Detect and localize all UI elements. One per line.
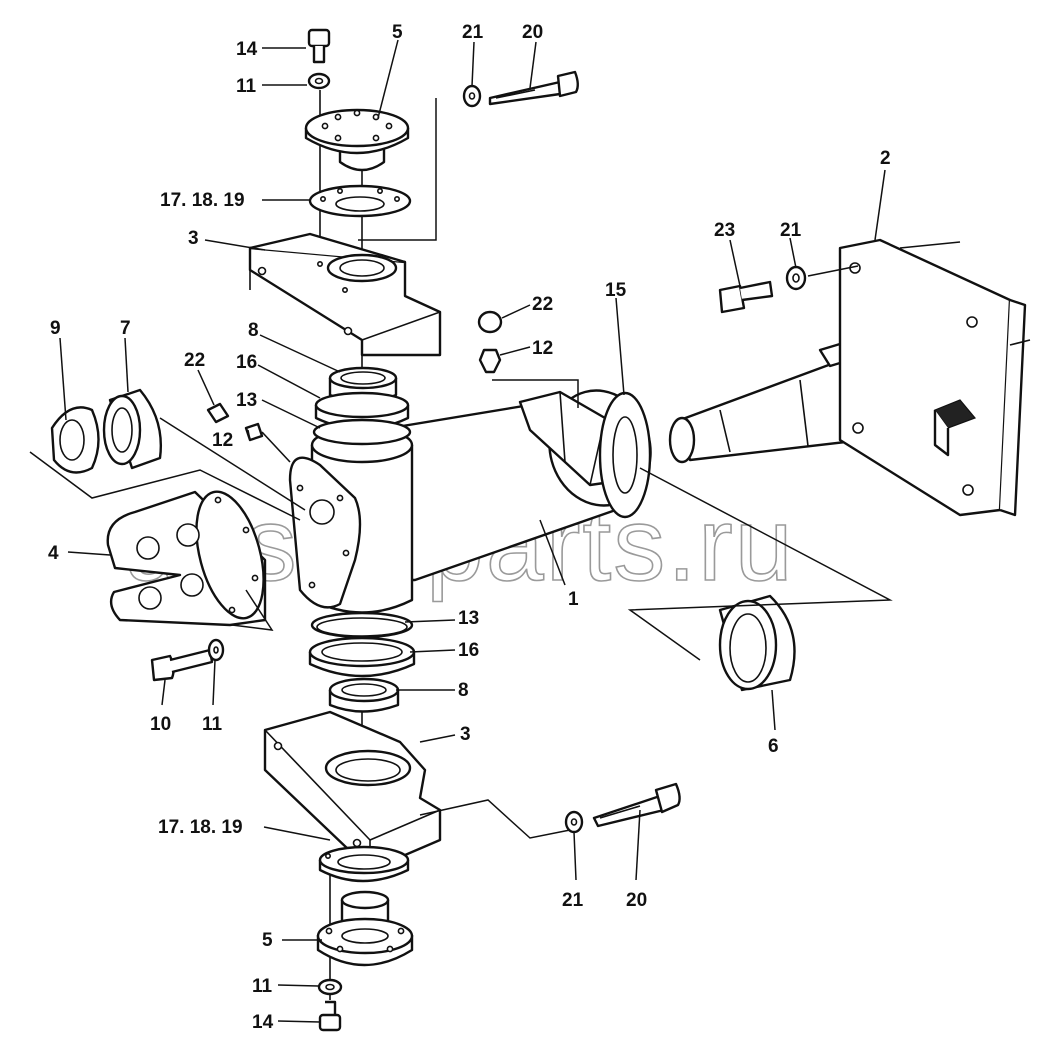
label-15: 15 — [605, 280, 627, 301]
bolt-14-bottom — [318, 1000, 342, 1032]
cap-22-left — [206, 402, 230, 424]
label-22-right: 22 — [532, 294, 553, 315]
label-13-top: 13 — [236, 390, 257, 411]
washer-21-top — [462, 84, 482, 108]
label-17-18-19-top: 17. 18. 19 — [160, 190, 245, 211]
bearing-7 — [102, 388, 162, 470]
label-8-top: 8 — [248, 320, 259, 341]
label-leaders — [59, 39, 886, 1023]
nut-9 — [50, 406, 100, 474]
flange-5-bottom — [316, 890, 414, 967]
bracket-3-bottom — [263, 710, 442, 872]
label-21-bottom: 21 — [562, 890, 584, 911]
bolt-10 — [150, 648, 214, 682]
leader-path-9-7b — [159, 417, 306, 511]
label-12-right: 12 — [532, 338, 553, 359]
label-2: 2 — [880, 148, 891, 169]
label-16-bottom: 16 — [458, 640, 479, 661]
label-3-bottom: 3 — [460, 724, 471, 745]
shim-17-18-19-bottom — [318, 845, 410, 883]
label-20-bottom: 20 — [626, 890, 647, 911]
label-5-bottom: 5 — [262, 930, 273, 951]
steering-arm-4 — [106, 490, 274, 631]
leader-path-12 — [492, 379, 579, 408]
label-21-top: 21 — [462, 22, 484, 43]
washer-11-top — [307, 72, 331, 90]
seal-16-bottom — [308, 636, 416, 678]
leader-path-bottom — [419, 799, 571, 839]
label-22-left: 22 — [184, 350, 205, 371]
label-23: 23 — [714, 220, 735, 241]
cap-22-right — [477, 310, 503, 334]
washer-21-bottom — [564, 810, 584, 834]
ring-13-top — [312, 418, 412, 446]
label-9: 9 — [50, 318, 61, 339]
label-14-bottom: 14 — [252, 1012, 274, 1033]
label-11-left: 11 — [202, 714, 223, 735]
label-20-top: 20 — [522, 22, 543, 43]
seal-ring-15 — [598, 391, 652, 519]
axis-line-23 — [807, 265, 859, 277]
part-labels: 14 11 5 21 20 17. 18. 19 3 2 23 21 22 15… — [48, 22, 891, 1033]
shim-17-18-19-top — [308, 184, 412, 218]
label-12-left: 12 — [212, 430, 233, 451]
label-11-bottom: 11 — [252, 976, 273, 997]
bolt-20-bottom — [592, 782, 681, 828]
bracket-3-top — [248, 232, 442, 357]
leader-path-6 — [627, 467, 893, 661]
label-21-right: 21 — [780, 220, 802, 241]
grease-nipple-12-left — [244, 422, 291, 463]
label-8-bottom: 8 — [458, 680, 469, 701]
bolt-14-top — [307, 28, 331, 64]
label-1: 1 — [568, 589, 579, 610]
bolt-23 — [718, 280, 774, 314]
grease-nipple-12-right — [478, 348, 502, 374]
label-11-top: 11 — [236, 76, 257, 97]
label-4: 4 — [48, 543, 59, 564]
label-7: 7 — [120, 318, 131, 339]
washer-11-left — [207, 638, 225, 662]
bearing-8-bottom — [328, 677, 400, 713]
label-17-18-19-bottom: 17. 18. 19 — [158, 817, 243, 838]
bolt-20-top — [488, 70, 579, 106]
leader-path-9-7 — [29, 451, 301, 521]
leader-path-top — [358, 98, 437, 241]
label-5-top: 5 — [392, 22, 403, 43]
label-14-top: 14 — [236, 39, 258, 60]
label-10: 10 — [150, 714, 171, 735]
label-16-top: 16 — [236, 352, 257, 373]
washer-11-bottom — [317, 978, 343, 996]
ring-13-bottom — [310, 611, 414, 639]
label-3-top: 3 — [188, 228, 199, 249]
label-13-bottom: 13 — [458, 608, 479, 629]
label-6: 6 — [768, 736, 779, 757]
bearing-6 — [718, 594, 796, 692]
washer-21-right — [785, 265, 807, 291]
flange-cap-5-top — [304, 108, 410, 172]
spindle-shaft-2 — [668, 238, 1031, 517]
